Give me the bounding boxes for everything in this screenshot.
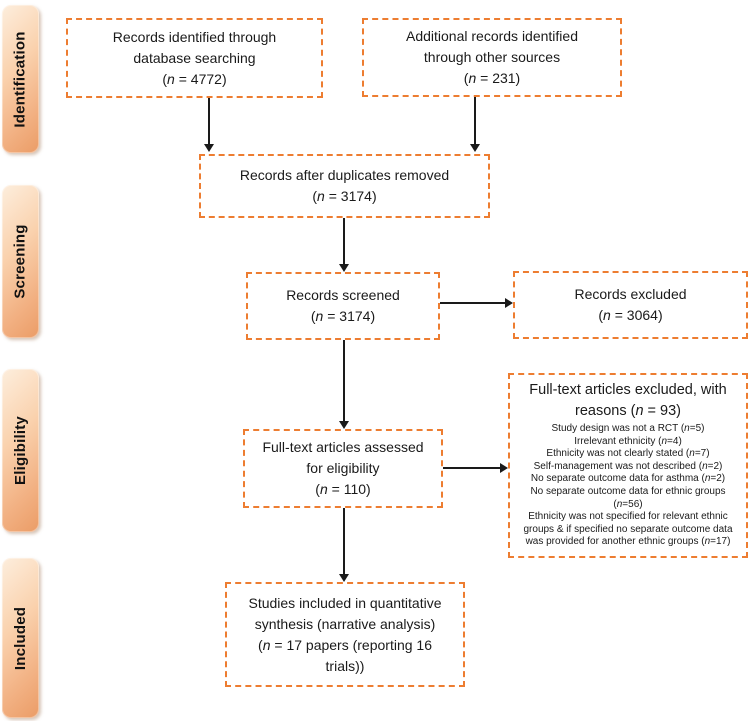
stage-included-label: Included	[12, 606, 29, 670]
stage-identification: Identification	[2, 5, 39, 153]
arrow-other-sources-to-duplicates	[474, 97, 476, 144]
stage-eligibility: Eligibility	[2, 369, 39, 532]
arrow-database-to-duplicates	[208, 98, 210, 144]
fulltext-excluded-reasons: Study design was not a RCT (n=5)Irreleva…	[523, 423, 733, 548]
arrow-duplicates-to-screened	[343, 218, 345, 264]
stage-screening-label: Screening	[12, 224, 30, 299]
arrow-fulltext-to-excluded-reasons	[443, 467, 500, 469]
stage-identification-label: Identification	[12, 30, 30, 128]
stage-eligibility-label: Eligibility	[12, 416, 29, 485]
box-records-after-duplicates-removed: Records after duplicates removed(n = 317…	[199, 154, 490, 218]
stage-included: Included	[2, 558, 39, 718]
box-records-screened: Records screened(n = 3174)	[246, 272, 440, 340]
arrow-fulltext-to-included	[343, 508, 345, 574]
arrow-screened-to-fulltext	[343, 340, 345, 421]
box-records-excluded: Records excluded(n = 3064)	[513, 271, 748, 339]
stage-screening: Screening	[2, 185, 39, 338]
arrow-screened-to-excluded	[440, 302, 505, 304]
